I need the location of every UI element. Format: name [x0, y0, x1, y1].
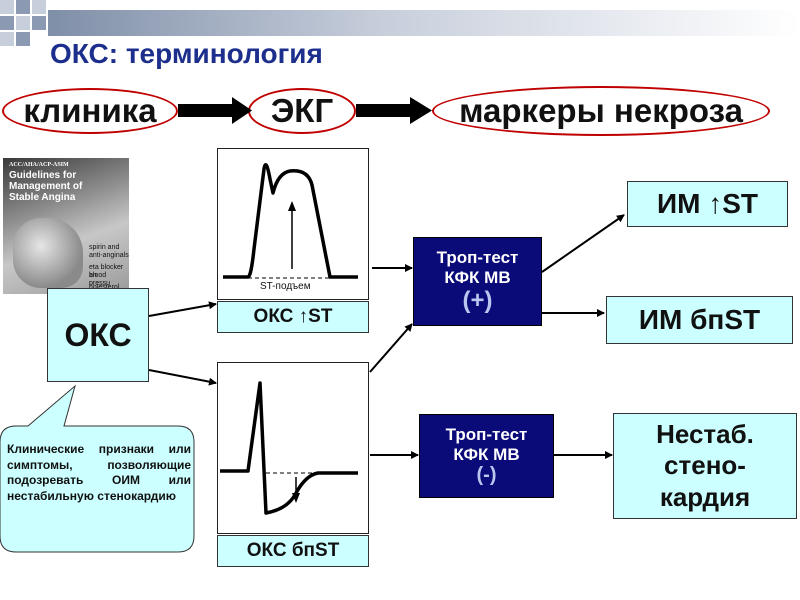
ecg-no-st-elevation-caption: ОКС бпST: [246, 540, 340, 561]
ecg-st-elevation-annotation: ST-подъем: [260, 281, 311, 292]
arrow-oks-to-ecg-bottom: [148, 369, 217, 386]
outcome-unstable-angina-label: Нестаб. стено- кардия: [656, 419, 754, 512]
ecg-no-st-elevation-caption-box: ОКС бпST: [217, 535, 369, 567]
ecg-st-elevation-trace: [223, 163, 358, 279]
troponin-test-positive-box: Троп-тест КФК МВ (+): [413, 237, 542, 326]
arrow-trop-pos-to-im-st: [541, 214, 625, 273]
troponin-test-negative-box: Троп-тест КФК МВ (-): [419, 414, 554, 498]
ecg-st-elevation-caption: ОКС ↑ST: [253, 306, 333, 327]
callout-bubble: [0, 384, 195, 553]
title-decoration-bar: [48, 10, 800, 36]
header-arrow-2: [356, 97, 432, 124]
ecg-st-elevation-caption-box: ОКС ↑ST: [217, 301, 369, 333]
arrow-oks-to-ecg-top: [148, 301, 217, 317]
ecg-no-st-elevation-panel: [217, 362, 369, 534]
corner-decoration: [0, 0, 60, 50]
flow-step-markers: маркеры некроза: [432, 86, 770, 136]
outcome-unstable-angina-box: Нестаб. стено- кардия: [613, 413, 797, 519]
callout-text: Клинические признаки или симптомы, позво…: [7, 442, 191, 503]
page-title: ОКС: терминология: [50, 38, 323, 69]
guidelines-book-cover: ACC/AHA/ACP-ASIM Guidelines for Manageme…: [3, 158, 129, 294]
book-list-line-3: eta blocker an: [89, 264, 124, 279]
outcome-mi-st-elevation-label: ИМ ↑ST: [656, 188, 758, 219]
oks-box: ОКС: [47, 288, 149, 382]
oks-label: ОКС: [64, 316, 132, 353]
book-title-line-3: Stable Angina: [9, 192, 76, 203]
arrow-ecg-bottom-to-trop-pos: [369, 323, 413, 373]
trop-neg-sign: (-): [476, 464, 497, 487]
trop-pos-line-1: Троп-тест: [436, 248, 519, 268]
outcome-mi-no-st-elevation-box: ИМ бпST: [606, 296, 793, 344]
flow-step-clinic: клиника: [2, 88, 178, 134]
trop-pos-line-2: КФК МВ: [444, 267, 511, 287]
flow-step-clinic-label: клиника: [23, 92, 157, 129]
book-list-line-1: spirin and: [89, 244, 120, 251]
header-arrow-1: [178, 97, 252, 124]
outcome-mi-no-st-elevation-label: ИМ бпST: [638, 304, 761, 335]
outcome-mi-st-elevation-box: ИМ ↑ST: [627, 181, 788, 227]
ecg-no-st-elevation-trace: [220, 381, 358, 515]
trop-neg-line-1: Троп-тест: [445, 424, 528, 444]
book-title-line-1: Guidelines for: [9, 170, 77, 181]
flow-step-markers-label: маркеры некроза: [459, 92, 743, 129]
book-figure-hands: [13, 218, 83, 288]
book-list-line-4: blood pressu: [89, 272, 111, 287]
book-title-line-2: Management of: [9, 181, 83, 192]
book-publisher: ACC/AHA/ACP-ASIM: [9, 162, 69, 168]
book-list-line-2: anti-anginals: [89, 252, 129, 259]
trop-neg-line-2: КФК МВ: [453, 444, 520, 464]
trop-pos-sign: (+): [462, 287, 493, 315]
flow-step-ecg-label: ЭКГ: [270, 92, 334, 129]
ecg-st-elevation-panel: ST-подъем: [217, 148, 369, 300]
